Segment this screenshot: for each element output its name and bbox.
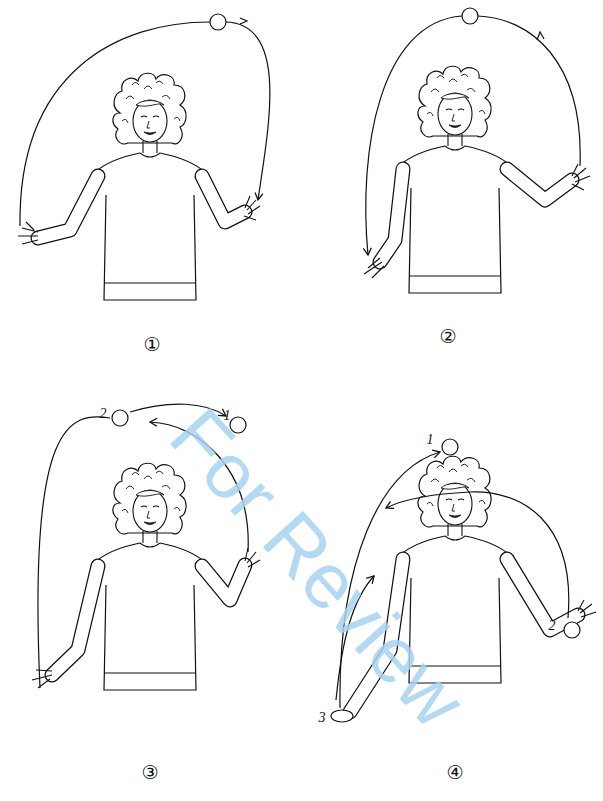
ball [442, 439, 458, 455]
trajectory [38, 417, 110, 688]
ball [112, 410, 128, 426]
hand [18, 222, 38, 244]
hand [32, 670, 52, 688]
ball-number: 2 [549, 619, 556, 633]
arrowhead [240, 18, 247, 24]
hand [572, 164, 590, 190]
juggler-figure [94, 463, 206, 690]
ball [564, 622, 580, 638]
panel-number: ③ [142, 763, 159, 782]
arrowhead [537, 32, 544, 40]
arms [38, 169, 578, 712]
ball-number: 1 [427, 433, 434, 447]
hands [18, 164, 596, 722]
trajectory [226, 22, 270, 200]
hand [364, 258, 384, 278]
ball-number: 2 [100, 407, 107, 421]
trajectory [366, 16, 462, 255]
panel-number: ① [144, 335, 161, 354]
hand [331, 710, 353, 722]
hand [578, 600, 596, 617]
panel-number: ② [440, 327, 457, 346]
panel-number: ④ [447, 763, 464, 782]
ball [462, 8, 478, 24]
ball-number: 3 [319, 711, 326, 725]
juggler-figure [94, 73, 206, 300]
trajectory [20, 22, 210, 226]
juggler-figure [399, 66, 511, 293]
trajectory [386, 492, 569, 618]
trajectory [478, 16, 580, 166]
ball [210, 14, 226, 30]
